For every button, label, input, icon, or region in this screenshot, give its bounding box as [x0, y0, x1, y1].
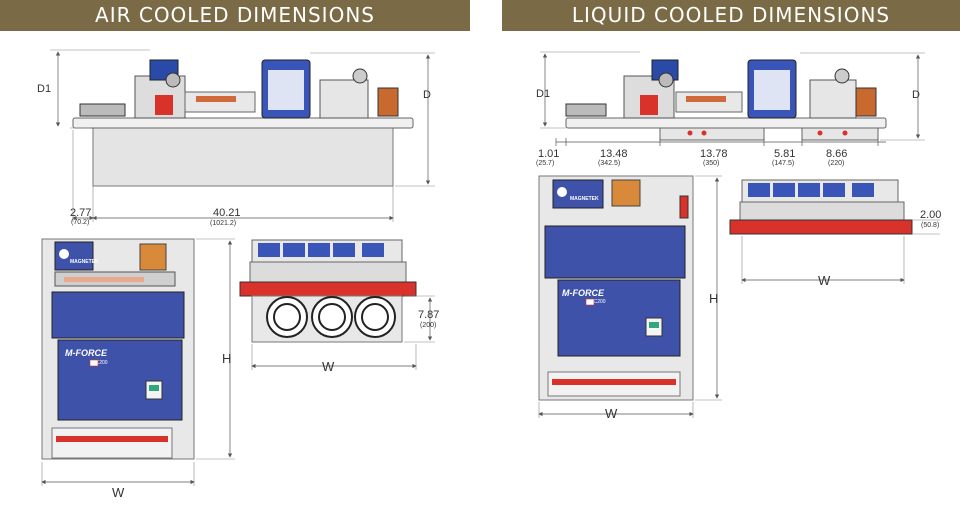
- liquid-seg5-value: 8.66: [826, 148, 847, 160]
- liquid-seg3-value: 13.78: [700, 148, 728, 160]
- air-cooled-banner: AIR COOLED DIMENSIONS: [0, 0, 470, 31]
- air-w-side-label: W: [322, 359, 335, 374]
- liquid-side-view: D1 D 1.01 (25.7) 13.48 (342.5) 13.78 (35…: [536, 51, 925, 167]
- liquid-w-front-label: W: [605, 406, 618, 421]
- liquid-d1-label: D1: [536, 88, 550, 100]
- liquid-seg1-mm: (25.7): [536, 160, 554, 167]
- liquid-seg2-value: 13.48: [600, 148, 628, 160]
- air-length-value: 40.21: [213, 207, 241, 219]
- air-fan-height-value: 7.87: [418, 309, 439, 321]
- air-side-view: D1 D 2.77 (70.2) 40.21 (1021.2): [37, 49, 435, 227]
- liquid-end-view: W 2.00 (50.8): [729, 179, 941, 288]
- liquid-front-view: MAGNETEK M-FORCE DC200 W H: [538, 175, 722, 421]
- air-d1-label: D1: [37, 83, 51, 95]
- liquid-plate-height-value: 2.00: [920, 209, 941, 221]
- air-w-front-label: W: [112, 485, 125, 500]
- air-offset-value: 2.77: [70, 207, 91, 219]
- air-product-logo: M-FORCE: [65, 348, 108, 358]
- air-d-label: D: [423, 89, 431, 101]
- liquid-product-logo: M-FORCE: [562, 288, 605, 298]
- liquid-seg4-value: 5.81: [774, 148, 795, 160]
- liquid-seg4-mm: (147.5): [772, 160, 794, 167]
- liquid-seg1-value: 1.01: [538, 148, 559, 160]
- liquid-seg5-mm: (220): [828, 160, 844, 167]
- liquid-h-label: H: [709, 291, 718, 306]
- liquid-brand-logo: MAGNETEK: [570, 196, 599, 202]
- air-front-view: MAGNETEK M-FORCE DC200 W H: [41, 238, 235, 500]
- liquid-model-text: DC200: [590, 299, 606, 305]
- air-end-view: 7.87 (200) W: [239, 239, 439, 374]
- liquid-d-label: D: [912, 89, 920, 101]
- air-model-text: DC200: [92, 360, 108, 366]
- liquid-seg2-mm: (342.5): [598, 160, 620, 167]
- liquid-plate-height-mm: (50.8): [921, 222, 939, 229]
- air-h-label: H: [222, 351, 231, 366]
- air-offset-mm: (70.2): [71, 219, 89, 226]
- air-length-mm: (1021.2): [210, 220, 236, 227]
- air-brand-logo: MAGNETEK: [70, 259, 99, 265]
- liquid-cooled-banner: LIQUID COOLED DIMENSIONS: [502, 0, 960, 31]
- liquid-seg3-mm: (350): [703, 160, 719, 167]
- liquid-w-side-label: W: [818, 273, 831, 288]
- air-fan-height-mm: (200): [420, 322, 436, 329]
